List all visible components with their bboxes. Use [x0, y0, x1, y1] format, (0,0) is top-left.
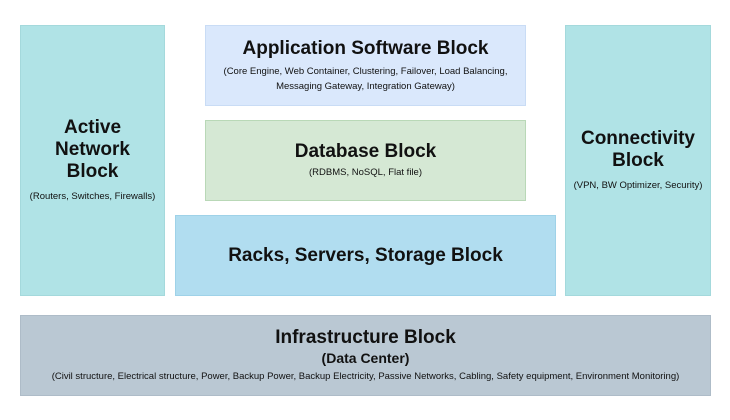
- database-block: Database Block (RDBMS, NoSQL, Flat file): [205, 120, 526, 201]
- infrastructure-block: Infrastructure Block (Data Center) (Civi…: [20, 315, 711, 396]
- application-software-block-description: (Core Engine, Web Container, Clustering,…: [223, 65, 508, 92]
- infrastructure-block-description: (Civil structure, Electrical structure, …: [51, 371, 680, 382]
- racks-servers-storage-block: Racks, Servers, Storage Block: [175, 215, 556, 296]
- database-block-description: (RDBMS, NoSQL, Flat file): [309, 167, 422, 178]
- active-network-block: Active Network Block (Routers, Switches,…: [20, 25, 165, 296]
- database-block-title: Database Block: [294, 141, 437, 162]
- active-network-block-description: (Routers, Switches, Firewalls): [29, 191, 156, 202]
- application-software-block: Application Software Block (Core Engine,…: [205, 25, 526, 106]
- racks-servers-storage-block-title: Racks, Servers, Storage Block: [228, 244, 503, 266]
- application-software-block-title: Application Software Block: [242, 37, 489, 59]
- infrastructure-block-subtitle: (Data Center): [321, 350, 410, 366]
- connectivity-block-description: (VPN, BW Optimizer, Security): [573, 180, 703, 191]
- infrastructure-block-title: Infrastructure Block: [275, 327, 456, 348]
- connectivity-block: Connectivity Block (VPN, BW Optimizer, S…: [565, 25, 711, 296]
- connectivity-block-title: Connectivity Block: [580, 128, 696, 171]
- active-network-block-title: Active Network Block: [55, 117, 130, 182]
